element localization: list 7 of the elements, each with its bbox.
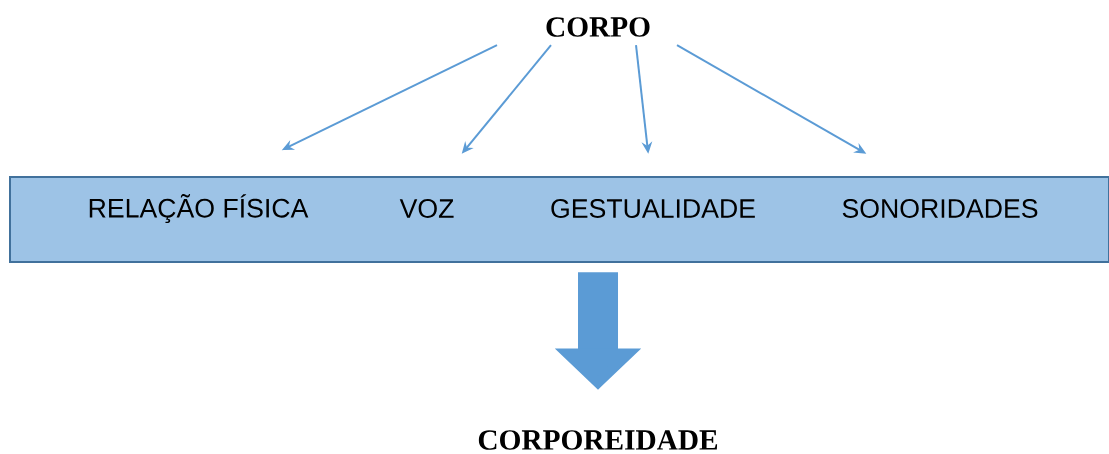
heading-text: CORPO <box>546 17 650 37</box>
band-label: SONORIDADES <box>842 199 1038 218</box>
band-box <box>9 176 1109 263</box>
band-label: RELAÇÃO FÍSICA <box>89 194 309 224</box>
band-label: VOZ <box>399 199 454 218</box>
heading-text: CORPOREIDADE <box>478 430 718 450</box>
band-label: GESTUALIDADE <box>551 199 755 218</box>
